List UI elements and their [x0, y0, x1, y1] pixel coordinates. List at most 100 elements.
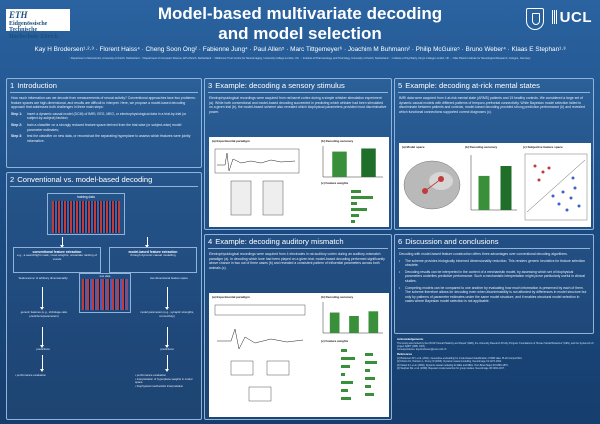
rest-figure: (a) Model space (b) Decoding accuracy (c… [399, 143, 591, 227]
step-text: test the classifier on new data, or reco… [27, 134, 191, 143]
training-data-heatmap [52, 201, 120, 233]
arrow-down-icon [40, 355, 44, 372]
arrow-down-icon [165, 287, 169, 310]
brain-model-space-icon [403, 160, 461, 210]
feature-weight-bar [365, 393, 374, 396]
title-line-2: and model selection [218, 23, 382, 43]
auditory-accuracy-chart [322, 302, 383, 334]
ucl-bars-icon [551, 10, 558, 24]
model-parameters-text: model parameters (e.g., synaptic strengt… [140, 310, 194, 318]
university-seal-icon [526, 8, 544, 30]
reference-item: [2] Friston KJ, Harrison L, Penny W (200… [397, 360, 502, 364]
model-based-results: • performance evaluation • interpretatio… [135, 373, 199, 389]
test-data-heatmap [82, 279, 128, 310]
eth-logo-subtext: Eidgenössische Technische Hochschule Zür… [9, 20, 58, 41]
accuracy-bar [500, 166, 512, 210]
paradigm-waveform [217, 152, 296, 172]
section-title-text: Discussion and conclusions [405, 237, 499, 246]
step-label: Step 1: [11, 111, 23, 116]
correspondence-text: Correspondence: kay.brodersen@econ.uzh.c… [397, 348, 447, 352]
discussion-intro: Decoding with model-based feature constr… [399, 252, 568, 256]
discussion-bullet: •The scheme provides biologically inform… [399, 259, 589, 268]
arrow-down-icon [145, 237, 149, 248]
arrow-down-icon [40, 287, 44, 310]
feature-weight-bar [351, 202, 357, 205]
feature-weight-bar [351, 190, 361, 193]
feature-weight-bar [341, 365, 350, 368]
step-text: train a classifier on a strongly reduced… [27, 122, 182, 132]
figure-label-c: (c) Feature weights [321, 181, 349, 185]
discussion-bullet: •Competing models can be compared to one… [399, 286, 589, 304]
reference-item: [1] Brodersen KH, et al. (2011). Generat… [397, 357, 523, 361]
figure-label-a: (a) Experimental paradigm [212, 139, 250, 143]
step-label: Step 3: [11, 134, 23, 139]
paradigm-model-box [248, 386, 272, 402]
feature-weight-bar [341, 381, 353, 384]
auditory-text: Electrophysiological recordings were acq… [209, 252, 385, 270]
rest-accuracy-chart [470, 155, 517, 211]
figure-label-c: (c) Feature weights [321, 339, 349, 343]
scatter-frame [524, 153, 588, 221]
accuracy-bar [368, 311, 379, 333]
auditory-figure: (a) Experimental paradigm (b) Decoding a… [209, 293, 389, 417]
arrow-down-icon [40, 327, 44, 348]
intro-step-1: Step 1:insert a dynamic causal model (DC… [11, 112, 197, 121]
feature-weight-bar [341, 349, 347, 352]
training-data-box: training data [47, 193, 125, 235]
references-block: Acknowledgements This study was funded b… [397, 337, 595, 370]
figure-label-b: (b) Decoding accuracy [321, 139, 354, 143]
sensory-paradigm-diagram [214, 148, 300, 216]
conventional-feature-box: conventional feature extraction e.g., a … [13, 247, 101, 273]
feature-weight-bar [365, 369, 370, 372]
conventional-box-text: e.g., a searchlight mask, voxel weights,… [16, 253, 98, 262]
discussion-body: Decoding with model-based feature constr… [395, 250, 593, 306]
paradigm-waveform-box [214, 148, 300, 174]
sensory-feature-weights [351, 190, 373, 223]
model-based-feature-note: low-dimensional feature space [150, 276, 188, 280]
paradigm-electrode-icon [230, 180, 252, 216]
conventional-feature-note: 'featuresome' of arbitrary dimensionalit… [18, 276, 68, 280]
figure-label-c: (c) Subjective feature space [523, 145, 563, 149]
eth-logo-text: ETH [9, 10, 28, 20]
model-based-predictions-label: predictions [160, 347, 174, 351]
section-number: 3 [208, 81, 213, 90]
section-title-text: Conventional vs. model-based decoding [17, 175, 153, 184]
conventional-predictions-label: predictions [36, 347, 50, 351]
discussion-bullet-text: The scheme provides biologically informe… [405, 258, 586, 268]
accuracy-bar [332, 151, 347, 177]
figure-label-b: (b) Decoding accuracy [321, 295, 354, 299]
section-number: 6 [398, 237, 403, 246]
auditory-paradigm-diagram [214, 304, 306, 402]
sensory-text: Electrophysiological recordings were acq… [209, 96, 387, 114]
arrow-down-icon [165, 355, 169, 372]
step-label: Step 2: [11, 122, 23, 127]
sensory-figure: (a) Experimental paradigm (b) Decoding a… [209, 137, 389, 227]
poster-title: Model-based multivariate decoding and mo… [100, 4, 500, 43]
accuracy-bar [349, 315, 359, 333]
feature-weight-bar [365, 377, 375, 380]
intro-text: How much information can we decode from … [11, 96, 196, 110]
section-number: 2 [10, 175, 15, 184]
discussion-bullet-text: Decoding results can be interpreted in t… [405, 269, 585, 283]
references-heading: References [397, 352, 413, 357]
feature-weight-bar [341, 389, 348, 392]
paradigm-model-box [230, 360, 254, 376]
figure-label-a: (a) Experimental paradigm [212, 295, 250, 299]
eth-logo: ETH Eidgenössische Technische Hochschule… [6, 9, 70, 40]
auditory-feature-weights [341, 349, 377, 400]
paradigm-electrode-icon [262, 180, 284, 216]
acknowledgements-heading: Acknowledgements [397, 337, 424, 341]
section-number: 5 [398, 81, 403, 90]
discussion-bullet-text: Competing models can be compared to one … [405, 285, 587, 304]
section-title-text: Example: decoding auditory mismatch [215, 237, 344, 246]
